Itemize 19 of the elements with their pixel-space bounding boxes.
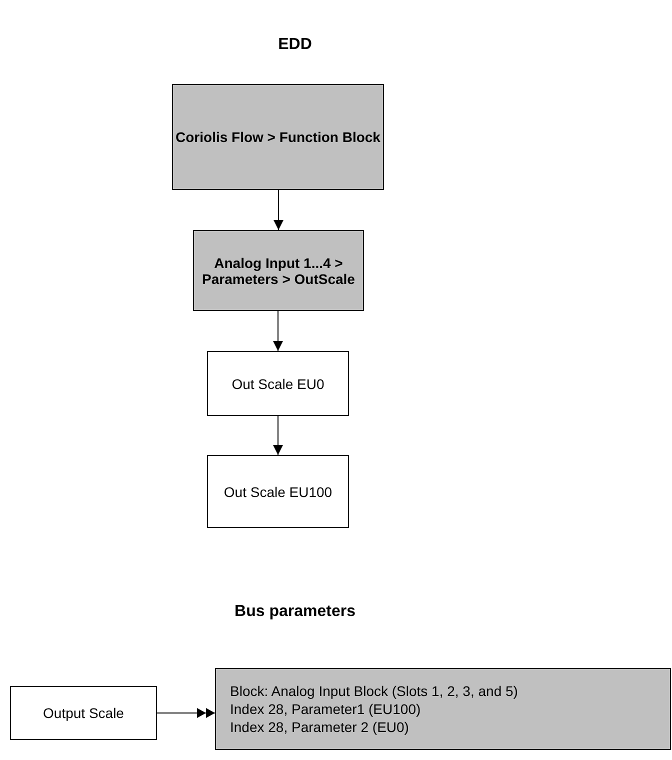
arrow (274, 190, 284, 230)
process-box (193, 230, 364, 311)
node-text: Index 28, Parameter 2 (EU0) (230, 718, 409, 736)
diagram-title: EDD (278, 36, 312, 54)
parameter-box (215, 668, 671, 750)
process-box (172, 84, 384, 190)
node-text: Output Scale (43, 705, 124, 721)
node-text: Out Scale EU0 (232, 376, 324, 392)
process-box (207, 455, 349, 528)
arrow (273, 416, 283, 456)
node-text: Analog Input 1...4 > Parameters > OutScale (201, 254, 356, 286)
arrow (273, 310, 283, 352)
node-text: Index 28, Parameter1 (EU100) (230, 700, 421, 718)
section-heading: Bus parameters (234, 603, 356, 621)
process-box (207, 351, 349, 416)
node-text: Block: Analog Input Block (Slots 1, 2, 3, and 5) (230, 682, 518, 700)
process-box (10, 686, 157, 740)
node-text: Out Scale EU100 (224, 484, 332, 500)
node-text: Coriolis Flow > Function Block (176, 129, 380, 145)
